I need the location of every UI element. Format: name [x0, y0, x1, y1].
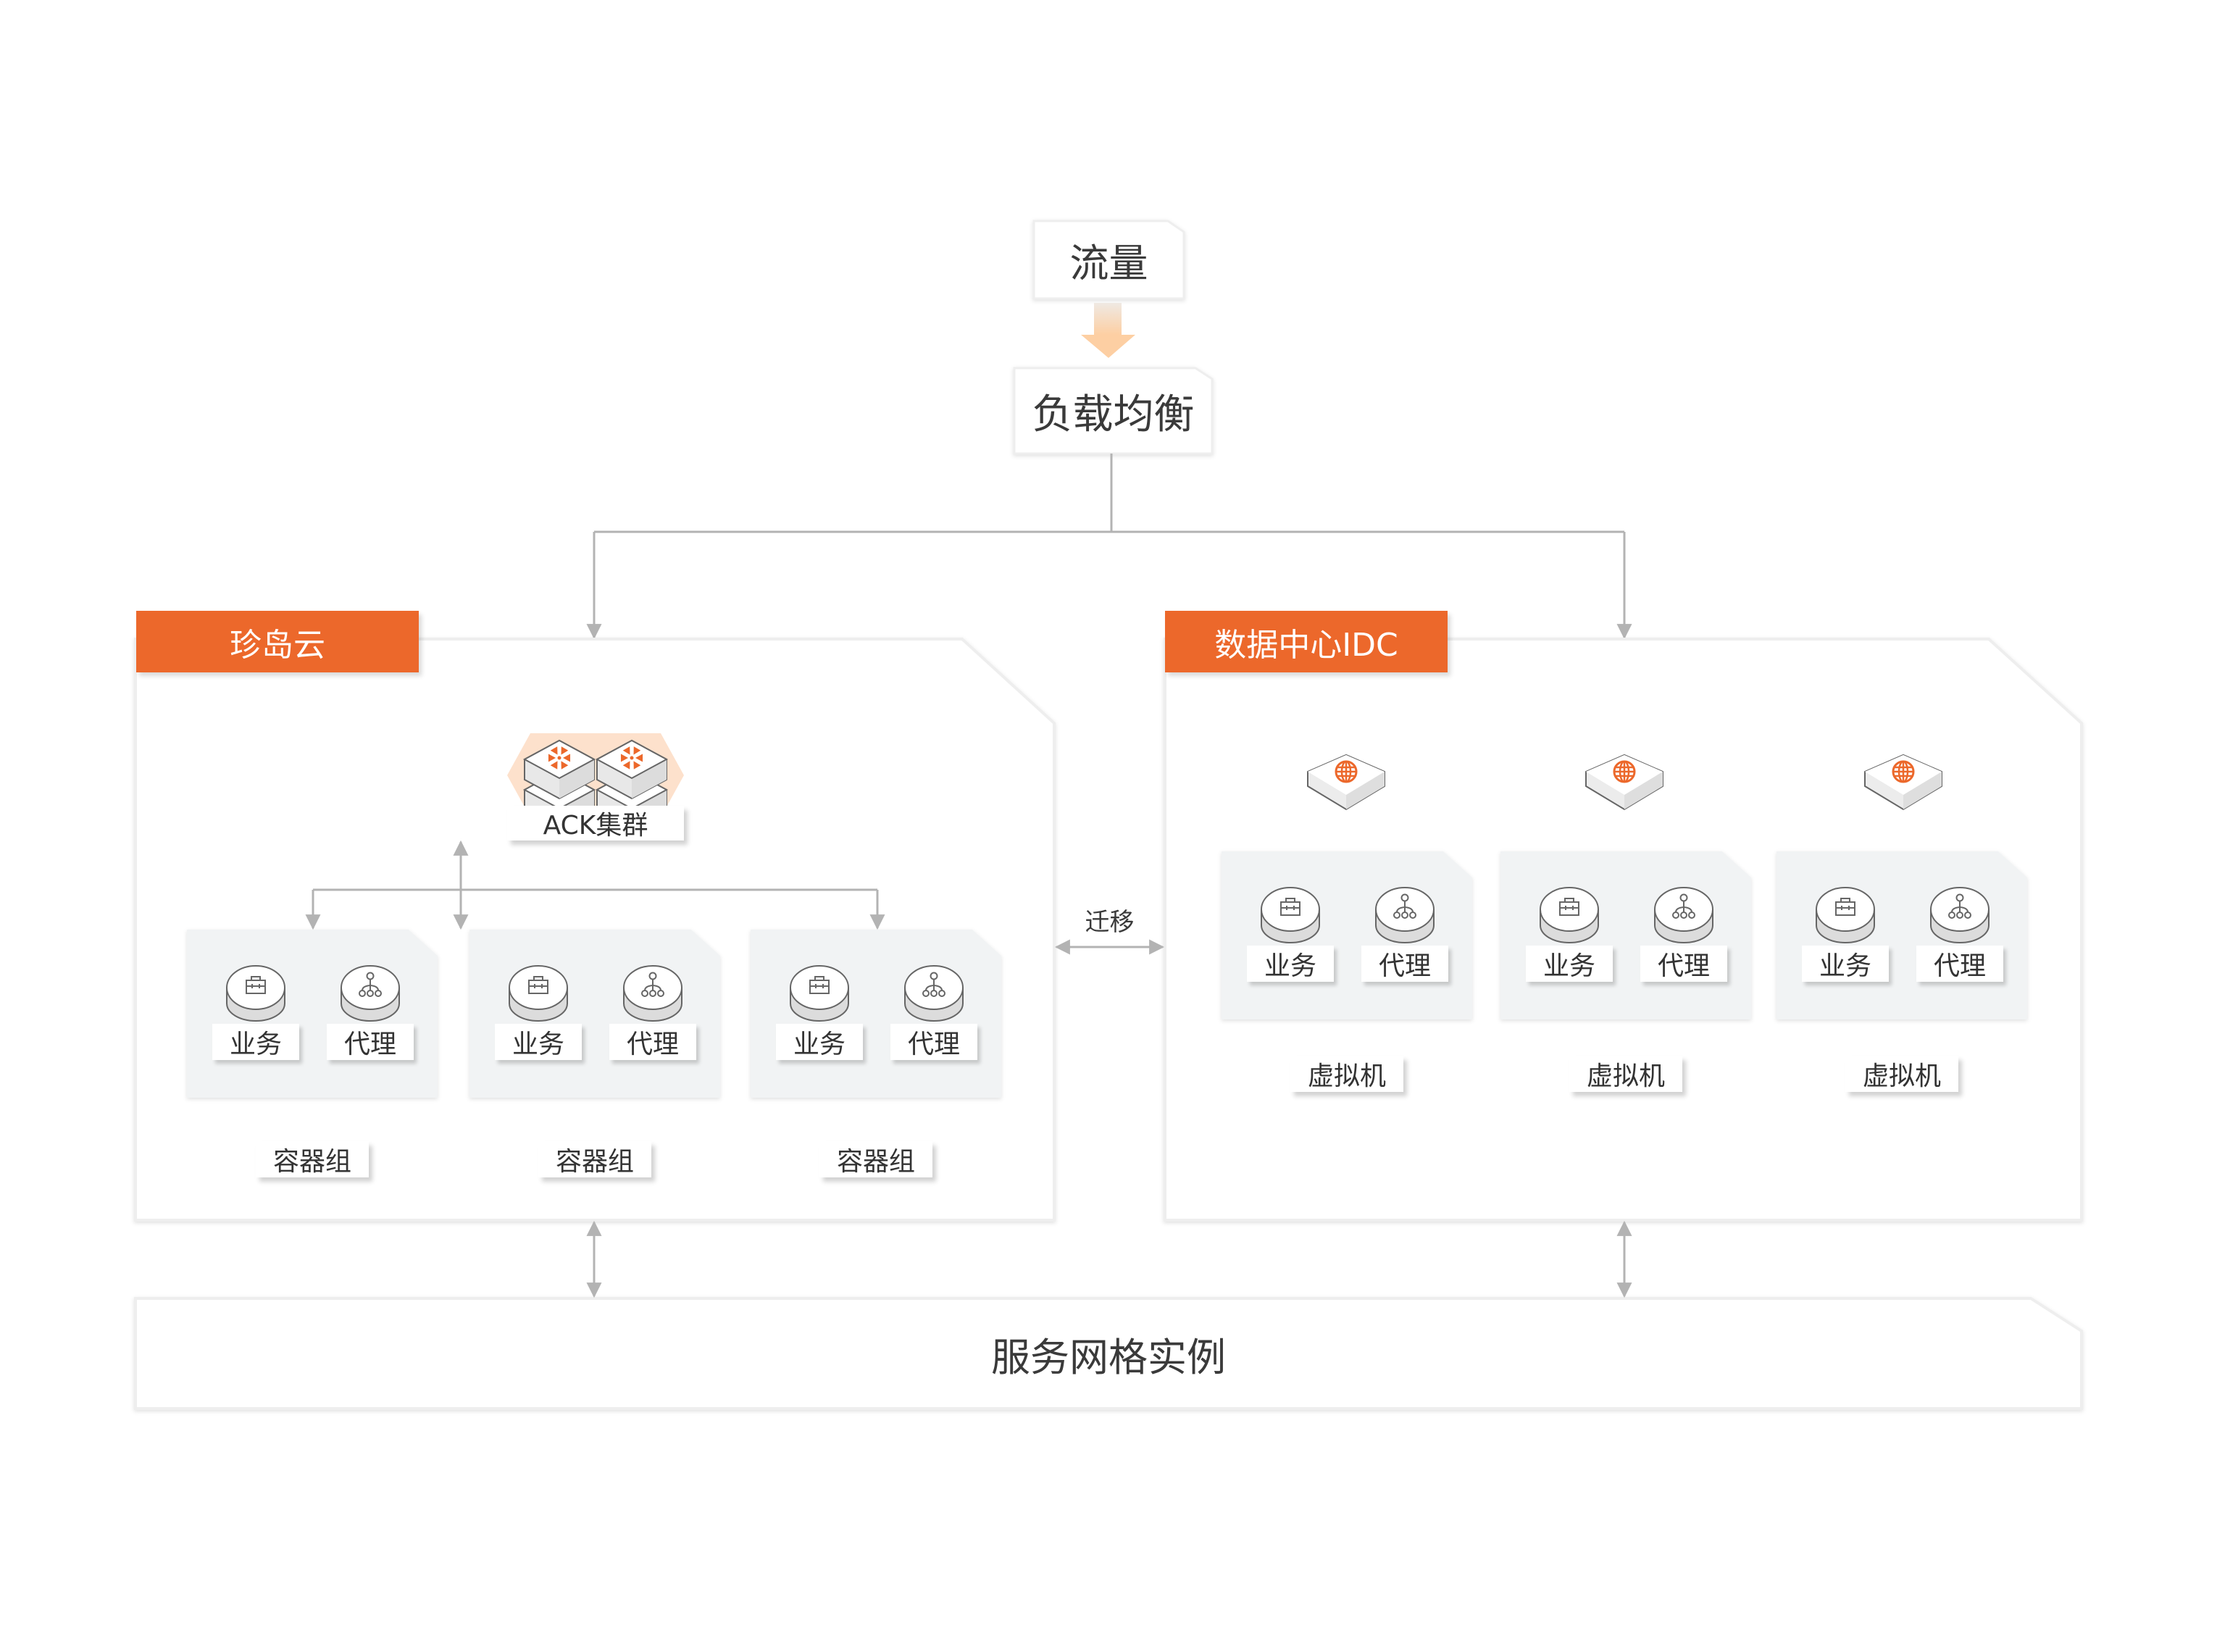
business-label: 业务	[1247, 946, 1334, 982]
pod-group-label: 容器组	[819, 1141, 932, 1177]
proxy-icon	[1930, 887, 1990, 943]
traffic-label: 流量	[1069, 241, 1148, 286]
server-icon	[1307, 754, 1385, 811]
proxy-label: 代理	[1916, 946, 2003, 982]
proxy-label: 代理	[609, 1024, 696, 1060]
business-label: 业务	[776, 1024, 863, 1060]
vm-label: 虚拟机	[1845, 1056, 1958, 1092]
proxy-label: 代理	[1640, 946, 1727, 982]
proxy-icon	[341, 965, 400, 1022]
lb-connector	[586, 454, 1632, 640]
pod-box	[469, 930, 720, 1098]
globe-icon	[1335, 760, 1358, 783]
vm-label: 虚拟机	[1569, 1056, 1682, 1092]
proxy-icon	[623, 965, 682, 1022]
right-zone-title: 数据中心IDC	[1214, 626, 1398, 664]
business-icon	[509, 965, 568, 1022]
proxy-icon	[1654, 887, 1713, 943]
vm-box	[1500, 851, 1751, 1019]
pod-box	[751, 930, 1001, 1098]
vm-box	[1222, 851, 1472, 1019]
business-label: 业务	[495, 1024, 582, 1060]
migration-label: 迁移	[1085, 907, 1135, 937]
vm-box	[1776, 851, 2027, 1019]
proxy-icon	[1375, 887, 1435, 943]
globe-icon	[1892, 760, 1915, 783]
cluster-connector	[305, 840, 885, 930]
server-icon	[1585, 754, 1663, 811]
globe-icon	[1613, 760, 1636, 783]
load-balancer-label: 负载均衡	[1032, 391, 1195, 438]
business-icon	[1540, 887, 1599, 943]
business-icon	[1816, 887, 1875, 943]
pod-group-label: 容器组	[256, 1141, 369, 1177]
right-zone-header: 数据中心IDC	[1165, 611, 1448, 672]
business-icon	[790, 965, 849, 1022]
proxy-label: 代理	[327, 1024, 414, 1060]
load-balancer-box	[1013, 367, 1214, 455]
proxy-label: 代理	[1361, 946, 1448, 982]
server-icon	[1864, 754, 1942, 811]
service-mesh-label: 服务网格实例	[991, 1334, 1226, 1380]
business-label: 业务	[1526, 946, 1613, 982]
traffic-box	[1032, 220, 1185, 300]
service-mesh-box	[134, 1297, 2083, 1410]
business-label: 业务	[1802, 946, 1889, 982]
proxy-icon	[904, 965, 964, 1022]
pod-group-label: 容器组	[538, 1141, 651, 1177]
left-zone-header: 珍岛云	[136, 611, 419, 672]
business-icon	[226, 965, 285, 1022]
vm-label: 虚拟机	[1290, 1056, 1403, 1092]
business-label: 业务	[212, 1024, 299, 1060]
business-icon	[1261, 887, 1320, 943]
cluster-label: ACK集群	[507, 806, 684, 840]
proxy-label: 代理	[890, 1024, 977, 1060]
left-zone-title: 珍岛云	[230, 626, 325, 664]
traffic-arrow	[1081, 303, 1135, 358]
pod-box	[187, 930, 438, 1098]
